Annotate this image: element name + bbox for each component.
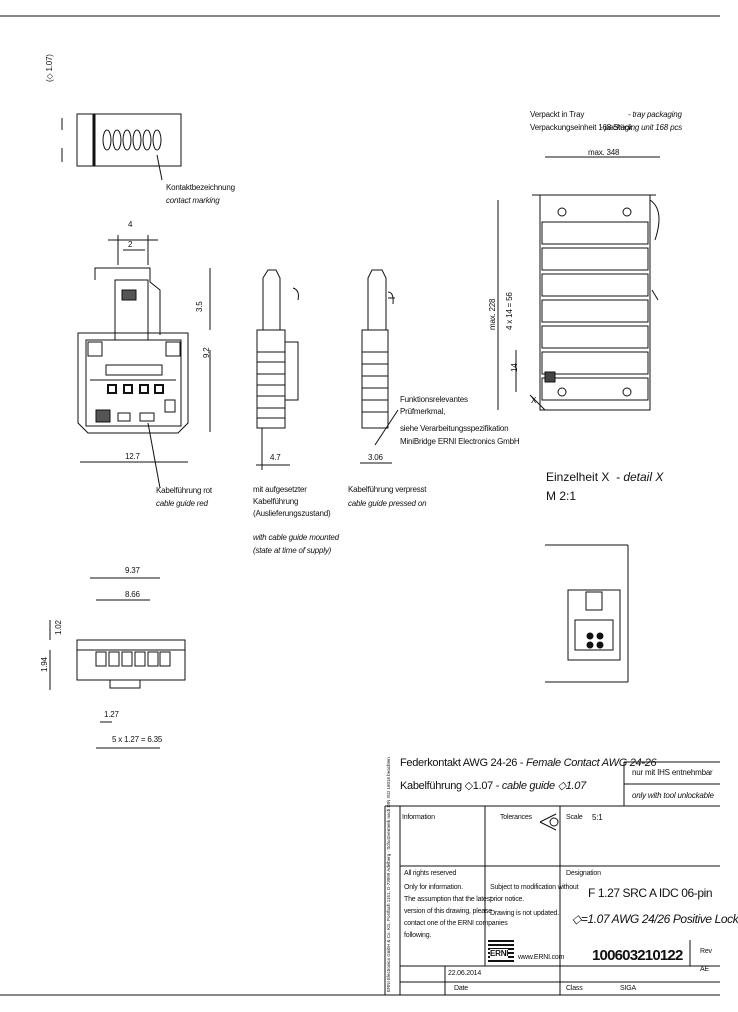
rev-label: Rev [700,948,712,955]
dim-3-5: 3.5 [195,301,204,312]
rev-value: AE [700,966,709,973]
part-number: 100603210122 [592,947,683,964]
only-info: Only for information. [404,884,463,891]
guide-red-de: Kabelführung rot [156,486,212,495]
dim-9-2: 9.2 [202,347,211,358]
guide-pressed-en: cable guide pressed on [348,499,427,508]
info-label: Information [402,814,435,821]
side-note-en-1: with cable guide mounted [253,533,339,542]
usable-en: only with tool unlockable [632,791,714,800]
dim-1-02: 1.02 [54,620,63,635]
website: www.ERNI.com [518,954,565,961]
tray-max-width: max. 348 [588,148,620,157]
rights-reserved: All rights reserved [404,870,457,877]
title-line-1: Federkontakt AWG 24-26 - Female Contact … [400,757,657,769]
side-margin-text: ERNI Electronics GmbH & Co. KG, Postfach… [386,757,391,992]
detail-title-en: - detail X [616,470,664,484]
function-de-2: Prüfmerkmal, [400,407,446,416]
tray-dim-14: 14 [510,363,519,373]
contact-erni-2: following. [404,932,432,939]
title-de-2: Kabelführung ◇1.07 - [400,780,502,792]
front-view-connector [77,235,211,489]
guide-pressed-de: Kabelführung verpresst [348,485,427,494]
tray-dim-pitch: 4 x 14 = 56 [505,292,514,330]
function-de-3: siehe Verarbeitungsspezifikation [400,424,509,433]
designation-label: Designation [566,870,601,877]
title-block-grid [384,761,720,995]
date-label: Date [454,985,468,992]
tray-detail-label: X [531,396,537,405]
title-en-2: cable guide ◇1.07 [501,780,586,792]
top-view-connector [61,113,182,181]
tray-unit-de: Verpackungseinheit 168 Stück [530,123,633,132]
function-de-1: Funktionsrelevantes [400,395,468,404]
designation-2: ◇=1.07 AWG 24/26 Positive Lock [572,912,738,926]
side-note-de-3: (Auslieferungszustand) [253,509,331,518]
title-de-1: Federkontakt AWG 24-26 - [400,757,526,769]
tray-label-en: - tray packaging [628,110,682,119]
usable-de: nur mit IHS entnehmbar [632,768,713,777]
side-note-de-2: Kabelführung [253,497,299,506]
dim-1-27: 1.27 [104,710,119,719]
detail-scale: M 2:1 [546,489,577,503]
dim-3-06: 3.06 [368,453,383,462]
contact-erni: contact one of the ERNI companies [404,920,508,927]
designation-1: F 1.27 SRC A IDC 06-pin [588,886,713,900]
dim-8-66: 8.66 [125,590,140,599]
dim-12-7: 12.7 [125,452,140,461]
class-label: Class [566,985,583,992]
not-updated: Drawing is not updated. [490,910,559,917]
scale-value: 5:1 [592,813,603,822]
side-note-en-2: (state at time of supply) [253,546,332,555]
erni-logo-text: ERNI [490,949,509,958]
bottom-view-connector [49,577,186,749]
tolerances-label: Tolerances [500,814,532,821]
side-note-de-1: mit aufgesetzter [253,485,307,494]
drawing-canvas [0,15,720,996]
contact-marking-de: Kontaktbezeichnung [166,183,235,192]
prior-notice: prior notice. [490,896,524,903]
date-value: 22.06.2014 [448,970,482,977]
side-view-connector [256,269,299,470]
dim-2: 2 [128,240,133,249]
pitch-label: 5 x 1.27 = 6.35 [112,735,163,744]
dim-4-7: 4.7 [270,453,281,462]
pressed-view-connector [360,269,399,464]
contact-marking-en: contact marking [166,196,220,205]
dim-9-37: 9.37 [125,566,140,575]
dim-1-94: 1.94 [40,657,49,672]
tray-dim-vertical: max. 228 [488,298,497,330]
title-line-2: Kabelführung ◇1.07 - cable guide ◇1.07 [400,779,586,792]
tray-label-de: Verpackt in Tray [530,110,585,119]
title-en-1: Female Contact AWG 24-26 [525,757,657,769]
guide-red-en: cable guide red [156,499,208,508]
valid-version: The assumption that the latest [404,896,492,903]
sheet-label: SIGA [620,985,636,992]
dim-4: 4 [128,220,133,229]
valid-version-2: version of this drawing, please [404,908,492,915]
scale-label: Scale [566,814,583,821]
detail-x-drawing [545,544,629,683]
detail-title-de: Einzelheit X [546,470,610,484]
tray-drawing [497,156,660,411]
tray-unit-en: - packaging unit 168 pcs [600,123,682,132]
subject-to: Subject to modification without [490,884,579,891]
function-de-4: MiniBridge ERNI Electronics GmbH [400,437,520,446]
tolerance-label: (◇ 1.07) [45,54,54,82]
